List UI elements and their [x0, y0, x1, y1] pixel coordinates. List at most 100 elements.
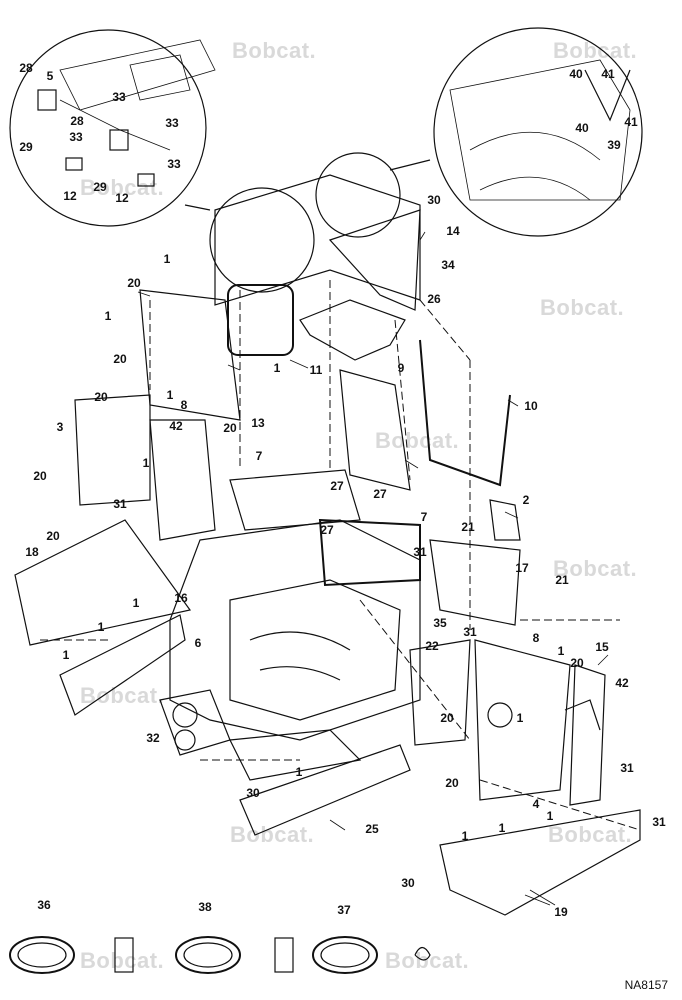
part-callout-33: 33: [167, 157, 181, 171]
bobcat-watermark: Bobcat.: [80, 683, 165, 708]
part-callout-1: 1: [295, 765, 303, 779]
part-callout-21: 21: [461, 520, 475, 534]
bobcat-watermark: Bobcat.: [80, 948, 165, 973]
bobcat-watermark: Bobcat.: [375, 428, 460, 453]
part-callout-40: 40: [575, 121, 589, 135]
part-callout-1: 1: [461, 829, 469, 843]
part-callout-13: 13: [251, 416, 265, 430]
part-callout-8: 8: [532, 631, 540, 645]
side-panels: [14, 519, 641, 916]
part-callout-33: 33: [112, 90, 126, 104]
detail-circle-bracket: [433, 27, 643, 237]
part-callout-5: 5: [46, 69, 54, 83]
part-callout-42: 42: [615, 676, 629, 690]
part-callout-28: 28: [19, 61, 33, 75]
part-callout-6: 6: [194, 636, 202, 650]
part-callout-35: 35: [433, 616, 447, 630]
bobcat-watermark: Bobcat.: [540, 295, 625, 320]
part-callout-1: 1: [97, 620, 105, 634]
part-callout-28: 28: [70, 114, 84, 128]
detail-circle-latch: [9, 29, 216, 227]
assembly-guide-lines: [40, 280, 641, 831]
part-callout-15: 15: [595, 640, 609, 654]
part-callout-1: 1: [166, 388, 174, 402]
part-callout-36: 36: [37, 898, 51, 912]
part-callout-20: 20: [445, 776, 459, 790]
canopy-panels: [74, 174, 521, 626]
part-callout-1: 1: [132, 596, 140, 610]
part-callout-1: 1: [273, 361, 281, 375]
part-callout-12: 12: [63, 189, 77, 203]
part-callout-42: 42: [169, 419, 183, 433]
part-callout-2: 2: [522, 493, 530, 507]
seal-rolls: [9, 936, 431, 974]
bobcat-watermark: Bobcat.: [553, 38, 638, 63]
part-callout-27: 27: [330, 479, 344, 493]
part-callout-1: 1: [142, 456, 150, 470]
part-callout-3: 3: [56, 420, 64, 434]
part-callout-1: 1: [546, 809, 554, 823]
part-callout-31: 31: [463, 625, 477, 639]
part-callout-20: 20: [46, 529, 60, 543]
part-callout-7: 7: [255, 449, 263, 463]
part-callout-20: 20: [127, 276, 141, 290]
part-callout-29: 29: [19, 140, 33, 154]
part-callout-11: 11: [309, 363, 323, 377]
part-callout-21: 21: [555, 573, 569, 587]
part-callout-12: 12: [115, 191, 129, 205]
bobcat-watermark: Bobcat.: [80, 175, 165, 200]
part-callout-41: 41: [601, 67, 615, 81]
part-callout-29: 29: [93, 180, 107, 194]
part-callout-20: 20: [440, 711, 454, 725]
part-callout-37: 37: [337, 903, 351, 917]
part-callout-27: 27: [373, 487, 387, 501]
part-callout-20: 20: [94, 390, 108, 404]
part-callout-39: 39: [607, 138, 621, 152]
part-callout-1: 1: [104, 309, 112, 323]
part-callout-25: 25: [365, 822, 379, 836]
part-callout-9: 9: [397, 361, 405, 375]
bobcat-watermark: Bobcat.: [548, 822, 633, 847]
part-callout-27: 27: [320, 523, 334, 537]
part-callout-20: 20: [223, 421, 237, 435]
part-callout-4: 4: [532, 797, 540, 811]
part-callout-34: 34: [441, 258, 455, 272]
part-callout-18: 18: [25, 545, 39, 559]
part-callout-20: 20: [113, 352, 127, 366]
bobcat-watermark: Bobcat.: [232, 38, 317, 63]
part-callout-22: 22: [425, 639, 439, 653]
part-callout-30: 30: [246, 786, 260, 800]
bobcat-watermark: Bobcat.: [553, 556, 638, 581]
part-callout-41: 41: [624, 115, 638, 129]
part-callout-20: 20: [570, 656, 584, 670]
part-callout-30: 30: [401, 876, 415, 890]
bobcat-watermark: Bobcat.: [230, 822, 315, 847]
part-callout-16: 16: [174, 591, 188, 605]
part-callout-20: 20: [33, 469, 47, 483]
part-callout-33: 33: [69, 130, 83, 144]
part-callout-1: 1: [163, 252, 171, 266]
part-callout-32: 32: [146, 731, 160, 745]
part-callout-17: 17: [515, 561, 529, 575]
part-callout-10: 10: [524, 399, 538, 413]
part-callout-31: 31: [652, 815, 666, 829]
part-callout-1: 1: [557, 644, 565, 658]
part-callout-14: 14: [446, 224, 460, 238]
part-callout-31: 31: [413, 545, 427, 559]
part-callout-26: 26: [427, 292, 441, 306]
main-frame: [159, 519, 421, 781]
part-callout-30: 30: [427, 193, 441, 207]
part-callout-31: 31: [113, 497, 127, 511]
part-callout-1: 1: [62, 648, 70, 662]
leader-lines: [137, 231, 609, 906]
part-callout-7: 7: [420, 510, 428, 524]
part-callout-1: 1: [516, 711, 524, 725]
bobcat-watermark: Bobcat.: [385, 948, 470, 973]
drawing-code: NA8157: [624, 978, 668, 992]
part-callout-1: 1: [498, 821, 506, 835]
part-callout-40: 40: [569, 67, 583, 81]
part-callout-33: 33: [165, 116, 179, 130]
part-callout-19: 19: [554, 905, 568, 919]
